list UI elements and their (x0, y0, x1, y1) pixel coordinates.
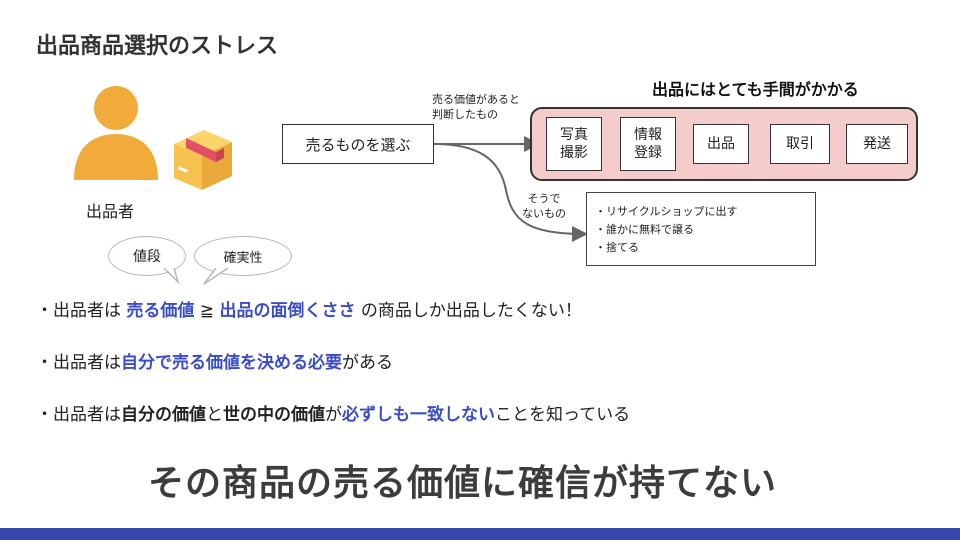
bold-text: 世の中の価値 (223, 405, 325, 425)
point-2: ・出品者は自分で売る価値を決める必要がある (36, 348, 393, 373)
slide-title: 出品商品選択のストレス (36, 34, 279, 59)
point-text: ・出品者は (36, 405, 121, 425)
point-text: ・出品者は (36, 301, 127, 321)
conclusion-text: その商品の売る価値に確信が持てない (148, 463, 778, 504)
no-label-line: ないもの (522, 207, 566, 221)
person-icon (74, 86, 158, 180)
step-shipping: 発送 (846, 124, 908, 164)
step-photo: 写真撮影 (546, 117, 602, 171)
flow-group-title: 出品にはとても手間がかかる (652, 80, 859, 99)
step-info-registration: 情報登録 (620, 117, 676, 171)
point-3: ・出品者は自分の価値と世の中の価値が必ずしも一致しないことを知っている (36, 400, 630, 425)
speech-bubble-certainty: 確実性 (194, 236, 292, 276)
step-text: 情報 (634, 126, 662, 143)
alternative-item: ・誰かに無料で譲る (595, 223, 694, 236)
point-text: ・出品者は (36, 353, 121, 373)
no-label-line: そうで (527, 192, 561, 205)
bottom-accent-bar (0, 528, 960, 540)
step-text: 写真 (560, 126, 588, 143)
bubble-certainty-text: 確実性 (223, 250, 263, 266)
highlight-text: 必ずしも一致しない (342, 405, 495, 425)
step-text: 撮影 (560, 145, 588, 161)
alternative-item: ・捨てる (595, 241, 639, 254)
bubble-tails (163, 268, 229, 285)
yes-branch-label: 売る価値があると 判断したもの (432, 92, 520, 123)
bold-text: 自分の価値 (121, 405, 206, 425)
bubble-price-text: 値段 (133, 249, 161, 265)
highlight-text: 出品の面倒くささ (219, 301, 356, 321)
step-text: 登録 (634, 145, 662, 161)
package-box-icon (174, 130, 232, 190)
point-text: の商品しか出品したくない！ (355, 301, 582, 321)
point-text: が (325, 405, 342, 425)
point-text: ≧ (194, 301, 220, 321)
alternatives-box: ・リサイクルショップに出す ・誰かに無料で譲る ・捨てる (586, 192, 816, 266)
no-branch-label: そうで ないもの (522, 191, 566, 222)
seller-label: 出品者 (86, 202, 135, 221)
point-text: がある (342, 353, 393, 373)
highlight-text: 自分で売る価値を決める必要 (121, 353, 342, 373)
step-listing: 出品 (693, 124, 749, 164)
yes-label-line: 判断したもの (432, 108, 498, 122)
point-text: と (206, 405, 223, 425)
highlight-text: 売る価値 (126, 301, 195, 321)
step-trade: 取引 (770, 124, 830, 164)
alternative-item: ・リサイクルショップに出す (595, 205, 738, 218)
yes-label-line: 売る価値があると (432, 93, 520, 106)
point-text: ことを知っている (495, 405, 631, 425)
choose-item-box: 売るものを選ぶ (282, 124, 434, 164)
point-1: ・出品者は 売る価値 ≧ 出品の面倒くささ の商品しか出品したくない！ (36, 296, 582, 321)
